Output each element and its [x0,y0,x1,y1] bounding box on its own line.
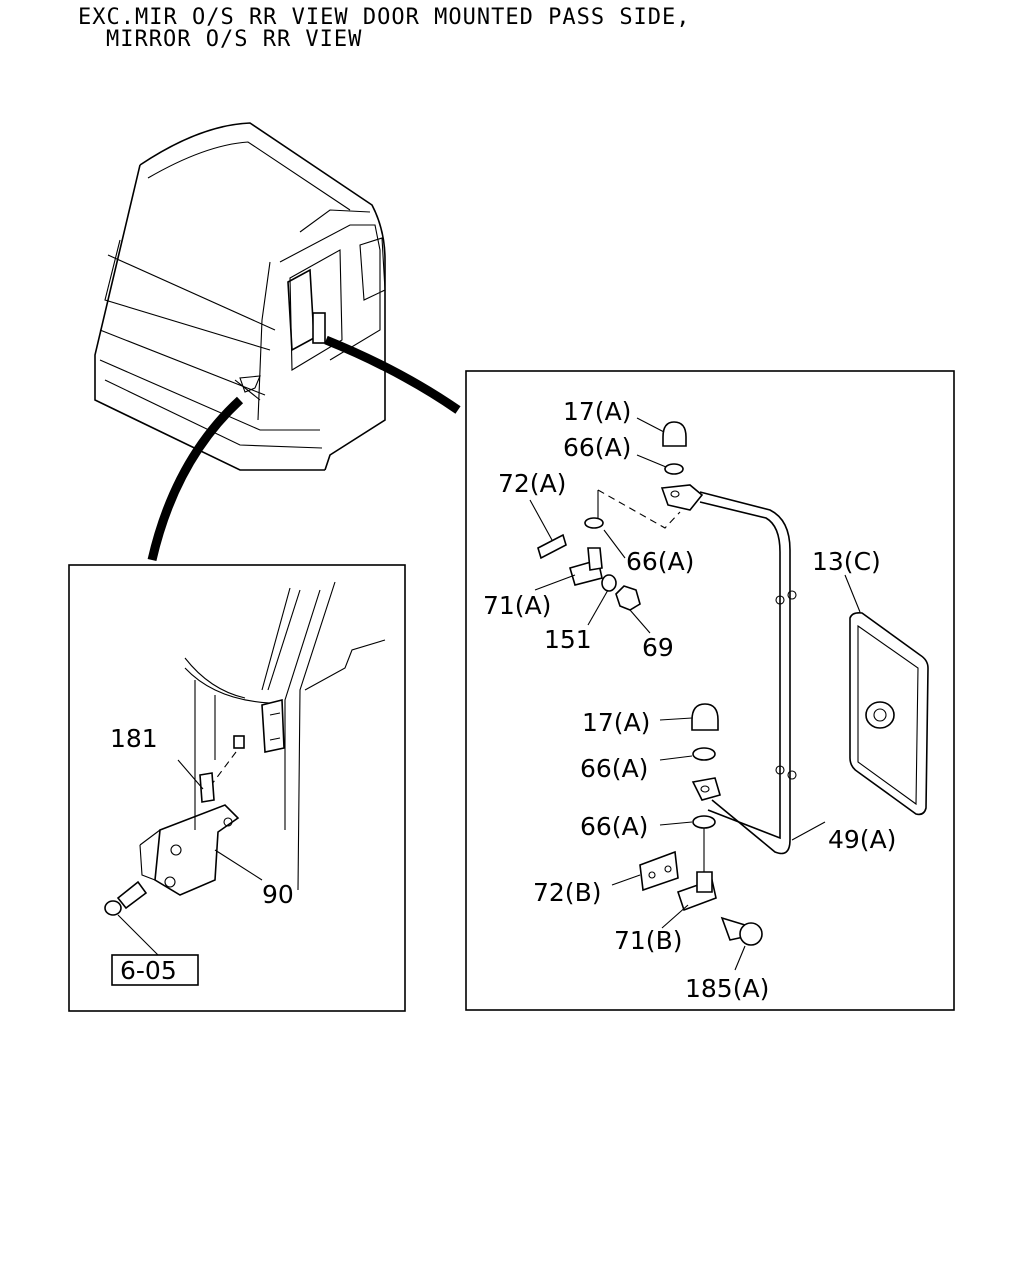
reference-box-label: 6-05 [120,956,177,985]
left-panel-illustration [104,581,386,956]
callout-185a: 185(A) [685,974,769,1003]
callout-66a-middle: 66(A) [626,547,694,576]
callout-13c: 13(C) [812,547,881,576]
callout-71b: 71(B) [614,926,682,955]
diagram-title-line2: MIRROR O/S RR VIEW [106,27,363,52]
callout-66a-upper: 66(A) [563,433,631,462]
callout-90: 90 [262,880,294,909]
callout-49a: 49(A) [828,825,896,854]
callout-69: 69 [642,633,674,662]
truck-cab-illustration [94,122,461,562]
callout-66a-lower2: 66(A) [580,812,648,841]
callout-151: 151 [544,625,592,654]
callout-72a: 72(A) [498,469,566,498]
callout-66a-lower1: 66(A) [580,754,648,783]
right-detail-panel [465,370,955,1011]
callout-181: 181 [110,724,158,753]
reference-box [111,954,199,986]
left-detail-panel [68,564,406,1012]
callout-71a: 71(A) [483,591,551,620]
callout-17a-lower: 17(A) [582,708,650,737]
callout-17a-upper: 17(A) [563,397,631,426]
diagram-title-line1: EXC.MIR O/S RR VIEW DOOR MOUNTED PASS SI… [78,5,691,30]
right-panel-illustration [529,417,929,971]
callout-72b: 72(B) [533,878,601,907]
